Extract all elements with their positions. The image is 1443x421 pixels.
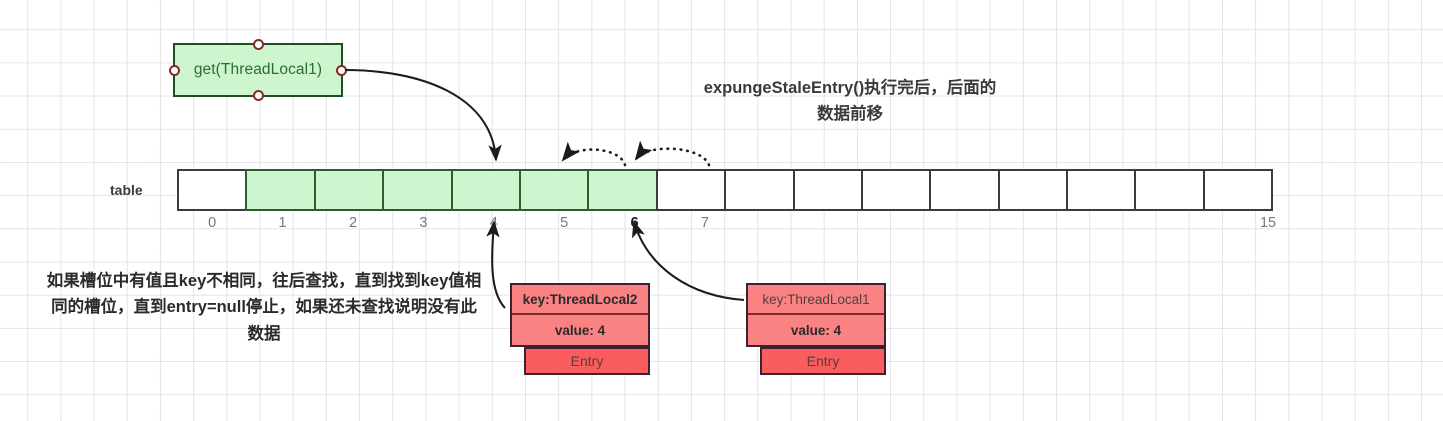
table-index-15: 15 [1259, 215, 1277, 231]
entry-footer-label: Entry [760, 347, 886, 375]
table-index-2: 2 [348, 215, 358, 231]
connection-handle-top-icon[interactable] [252, 39, 264, 50]
entry-value-label: value: 4 [554, 322, 606, 338]
table-cell-10[interactable] [860, 169, 932, 211]
action-box-get-threadlocal1[interactable]: get(ThreadLocal1) [169, 39, 347, 101]
table-index-14 [1162, 215, 1232, 237]
table-cell-3[interactable] [382, 169, 453, 211]
entry-key-label: key:ThreadLocal2 [512, 285, 648, 315]
table-cell-7[interactable] [655, 169, 727, 211]
entry-box-threadlocal2[interactable]: key:ThreadLocal2 value: 4 Entry [510, 283, 650, 375]
table-index-6: 6 [630, 215, 639, 231]
connection-handle-right-icon[interactable] [336, 64, 347, 76]
connection-handle-left-icon[interactable] [169, 64, 180, 76]
table-index-5: 5 [560, 215, 569, 231]
table-index-1: 1 [278, 215, 287, 231]
table-cell-9[interactable] [792, 169, 863, 211]
table-label: table [110, 182, 143, 198]
connection-handle-bottom-icon[interactable] [252, 90, 264, 101]
table-cells [177, 169, 1274, 211]
table-index-9 [811, 215, 881, 237]
table-cell-12[interactable] [997, 169, 1069, 211]
table-cell-8[interactable] [724, 169, 795, 211]
table-cell-2[interactable] [313, 169, 385, 211]
connector-get-to-slot4 [344, 68, 502, 162]
table-cell-0[interactable] [177, 169, 248, 211]
table-cell-14[interactable] [1134, 169, 1205, 211]
table-cell-1[interactable] [245, 169, 316, 211]
table-cell-5[interactable] [518, 169, 590, 211]
table-index-8 [740, 215, 810, 237]
entry-value-label: value: 4 [790, 322, 842, 338]
table-cell-11[interactable] [929, 169, 1000, 211]
table-index-labels: 0 1 2 3 4 5 6 7 15 [177, 215, 1303, 237]
table-index-12 [1022, 215, 1092, 237]
table-index-11 [951, 215, 1021, 237]
table-index-3: 3 [419, 215, 428, 231]
table-cell-6[interactable] [587, 169, 658, 211]
action-box-label: get(ThreadLocal1) [193, 61, 323, 78]
table-cell-4[interactable] [450, 169, 521, 211]
entry-footer-label: Entry [524, 347, 650, 375]
table-index-13 [1092, 215, 1162, 237]
table-cell-15[interactable] [1202, 169, 1274, 211]
search-rule-note: 如果槽位中有值且key不相同，往后查找，直到找到key值相同的槽位，直到entr… [46, 272, 482, 343]
table-index-10 [881, 215, 951, 237]
entry-body: key:ThreadLocal2 value: 4 [510, 283, 650, 347]
entry-body: key:ThreadLocal1 value: 4 [746, 283, 886, 347]
connector-shift-7-to-6 [634, 140, 711, 167]
table-index-7: 7 [700, 215, 709, 231]
connector-shift-6-to-5 [561, 141, 627, 167]
table-index-0: 0 [208, 215, 217, 231]
table-index-4: 4 [489, 215, 498, 231]
entry-box-threadlocal1[interactable]: key:ThreadLocal1 value: 4 Entry [746, 283, 886, 375]
table-cell-13[interactable] [1066, 169, 1137, 211]
entry-key-label: key:ThreadLocal1 [748, 285, 884, 315]
title-note: expungeStaleEntry()执行完后，后面的数据前移 [703, 79, 997, 123]
